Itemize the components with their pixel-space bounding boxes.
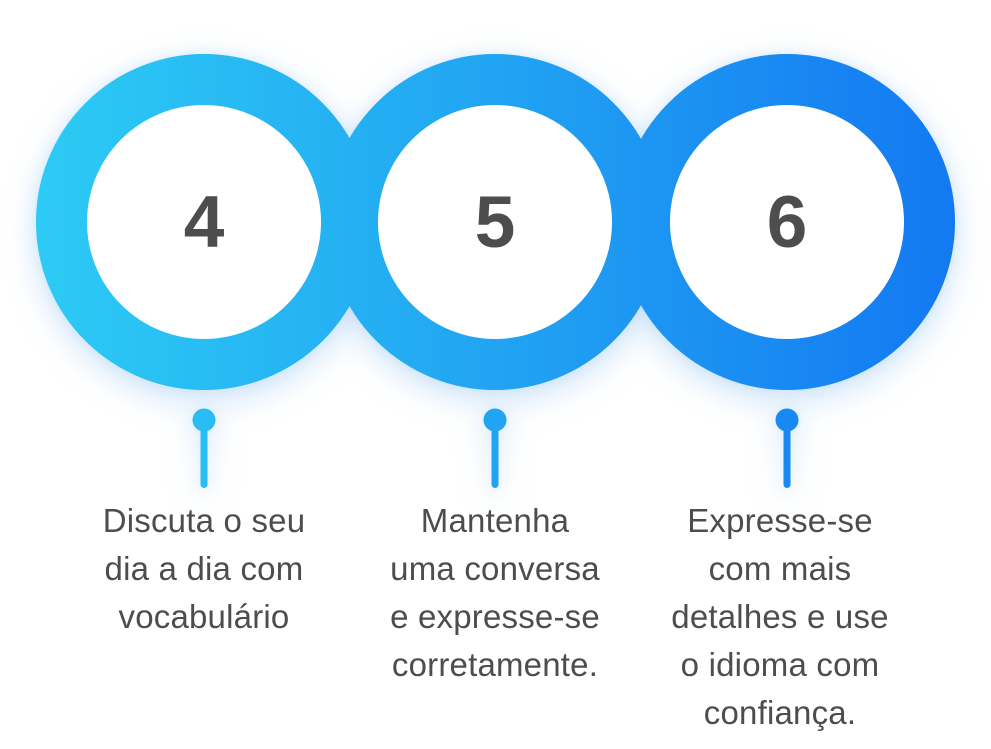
- step-description-6: Expresse-se com mais detalhes e use o id…: [620, 497, 940, 737]
- step-number-4: 4: [183, 181, 225, 263]
- step-number-6: 6: [766, 181, 808, 263]
- step-description-line: Expresse-se: [687, 502, 873, 539]
- step-description-line: o idioma com: [680, 646, 880, 683]
- step-description-line: detalhes e use: [671, 598, 889, 635]
- step-description-5: Mantenha uma conversa e expresse-se corr…: [335, 497, 655, 689]
- step-description-line: com mais: [708, 550, 852, 587]
- step-description-line: dia a dia com: [104, 550, 304, 587]
- step-description-4: Discuta o seu dia a dia com vocabulário: [44, 497, 364, 641]
- pin-connector-5: [483, 408, 507, 488]
- step-description-line: Mantenha: [420, 502, 570, 539]
- step-description-line: uma conversa: [390, 550, 600, 587]
- pin-connector-6: [775, 408, 799, 488]
- step-description-line: Discuta o seu: [102, 502, 306, 539]
- step-description-line: corretamente.: [391, 646, 599, 683]
- step-description-line: confiança.: [703, 694, 857, 731]
- ring-step-6: [619, 54, 955, 390]
- step-number-5: 5: [474, 181, 516, 263]
- pin-connector-4: [192, 408, 216, 488]
- step-description-line: vocabulário: [118, 598, 290, 635]
- step-description-line: e expresse-se: [390, 598, 600, 635]
